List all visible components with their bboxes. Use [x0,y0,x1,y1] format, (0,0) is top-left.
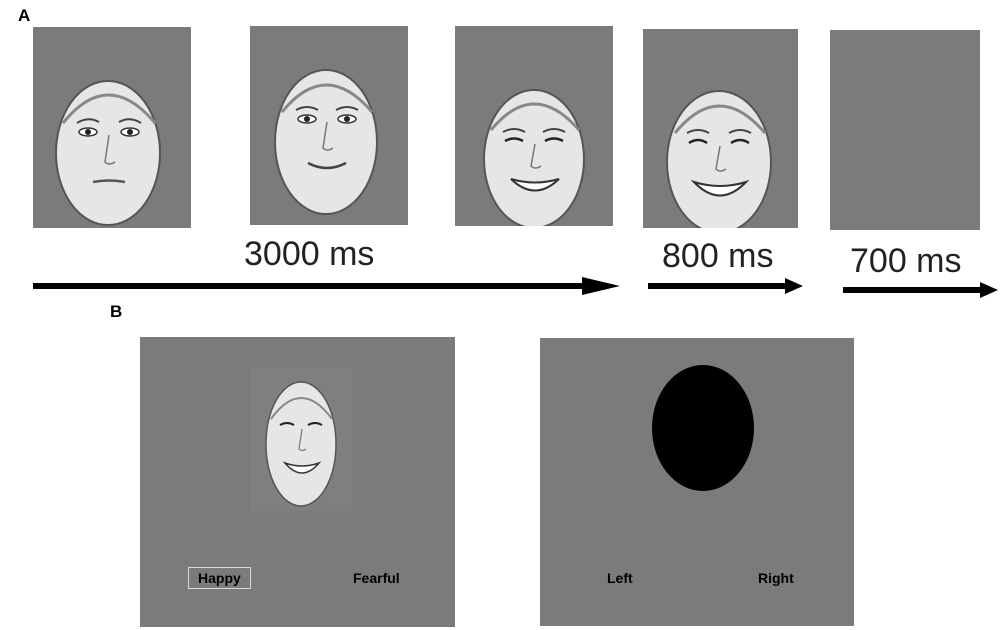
arrow-700ms [843,282,998,298]
oval-choice-screen: Left Right [540,338,854,626]
smile-face-image [483,89,585,226]
happy-option[interactable]: Happy [188,567,251,589]
neutral-face-image [55,80,161,226]
arrow-3000ms [33,277,620,295]
frame-full-smile-face [643,29,798,228]
emotion-choice-screen: Happy Fearful [140,337,455,627]
timing-label-3000: 3000 ms [244,235,375,273]
timing-label-800: 800 ms [662,237,774,275]
timing-label-700: 700 ms [850,242,962,280]
frame-smile-face [455,26,613,226]
full-smile-face-image [666,90,772,228]
frame-blank-screen [830,30,980,230]
arrow-800ms [648,278,803,294]
right-option[interactable]: Right [758,570,794,586]
black-oval-stimulus [652,365,754,491]
frame-neutral-face [33,27,191,228]
left-option[interactable]: Left [607,570,633,586]
frame-slight-smile-face [250,26,408,225]
panel-a-label: A [18,6,31,25]
panel-b-label: B [110,302,123,321]
slight-smile-face-image [274,69,378,215]
fearful-option[interactable]: Fearful [353,570,400,586]
happy-face-image [250,367,352,511]
